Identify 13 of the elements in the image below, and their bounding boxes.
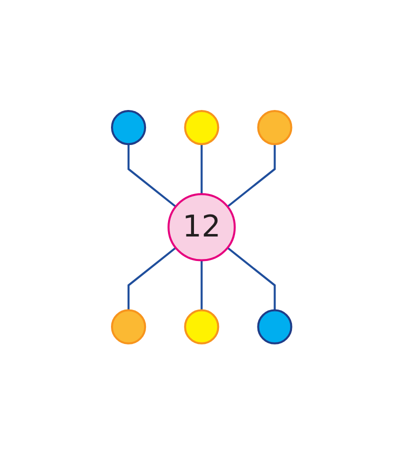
connector — [128, 246, 177, 310]
connector — [227, 246, 276, 310]
node-circle: 12 — [168, 192, 236, 262]
node-circle — [111, 309, 146, 344]
connector — [128, 144, 177, 208]
connector — [201, 260, 203, 310]
node-circle — [258, 309, 293, 344]
node-circle — [184, 309, 220, 344]
node-circle — [184, 110, 220, 145]
connector — [227, 144, 276, 208]
connector — [201, 144, 203, 194]
node-circle — [258, 110, 293, 145]
node-circle — [111, 110, 146, 145]
